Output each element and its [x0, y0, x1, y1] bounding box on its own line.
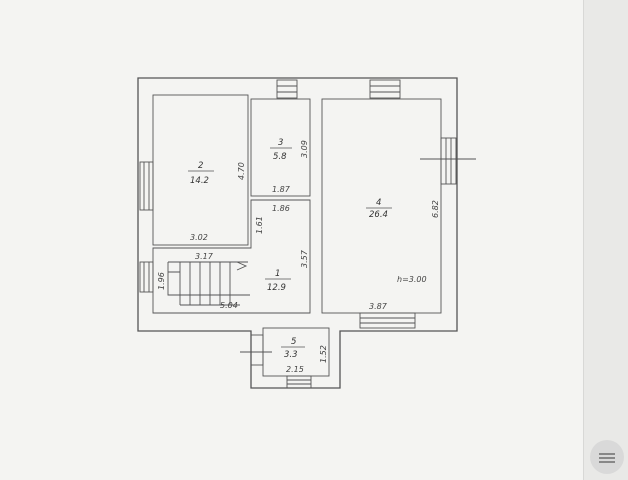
room-5-area: 3.3: [284, 350, 298, 360]
dim-r5-width: 2.15: [286, 365, 304, 374]
outer-wall: [137, 77, 458, 389]
room-3-outline: [250, 98, 311, 197]
dim-r4-height: 6.82: [431, 200, 440, 218]
dim-r3-width: 1.87: [272, 185, 291, 194]
room-3-area: 5.8: [273, 152, 287, 162]
room-2-number: 2: [198, 161, 203, 171]
room-1-outline: [152, 199, 311, 314]
dim-r4-width: 3.87: [369, 302, 388, 311]
room-3-number: 3: [278, 138, 283, 148]
dim-hall-height: 3.57: [300, 249, 309, 268]
dim-r2-width: 3.02: [190, 233, 208, 242]
dim-ceiling: h=3.00: [397, 275, 427, 284]
page-edge: [583, 0, 628, 480]
room-4-area: 26.4: [369, 210, 388, 220]
dim-hall-side: 1.61: [255, 216, 264, 234]
scroll-handle[interactable]: [590, 440, 624, 474]
dim-r5-height: 1.52: [319, 345, 328, 363]
dim-hall-width: 1.86: [272, 204, 290, 213]
stairs: [167, 261, 250, 306]
room-4-number: 4: [376, 198, 381, 208]
dim-r2-height: 4.70: [237, 162, 246, 180]
dim-stair-side: 1.96: [157, 272, 166, 290]
dim-r3-height: 3.09: [300, 140, 309, 158]
dim-stair-width: 3.17: [195, 252, 214, 261]
room-5-number: 5: [291, 337, 296, 347]
room-1-area: 12.9: [267, 283, 286, 293]
room-1-number: 1: [275, 269, 280, 279]
dim-hall-bottom: 5.04: [220, 301, 238, 310]
room-2-area: 14.2: [190, 176, 209, 186]
windows: [139, 79, 476, 389]
